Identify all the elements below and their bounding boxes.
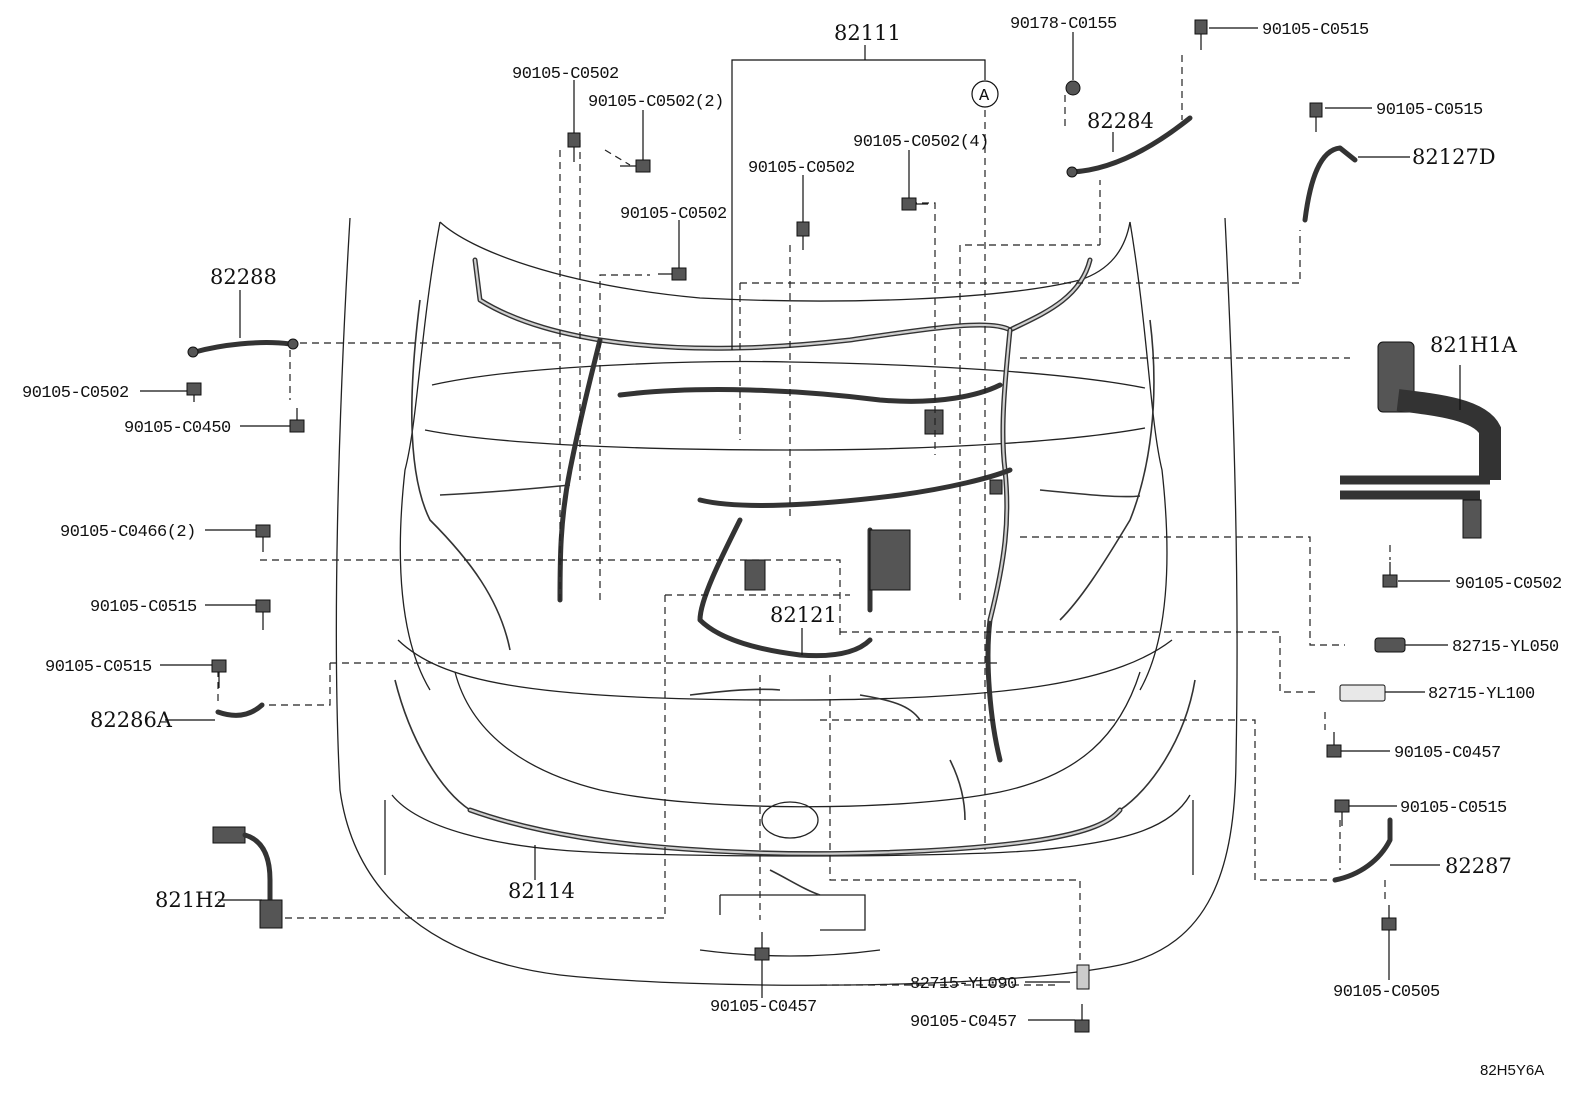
label-90105-c0515-top: 90105-C0515 (1262, 21, 1369, 40)
label-90178-c0155: 90178-C0155 (1010, 15, 1117, 34)
bolt-icon (1382, 562, 1398, 588)
label-90105-c0515-right: 90105-C0515 (1376, 101, 1483, 120)
callout-82111: 82111 (834, 21, 901, 45)
bolt-icon (754, 932, 770, 961)
nut-icon (1065, 80, 1081, 96)
bracket-82111 (731, 45, 999, 350)
label-82715-yl090: 82715-YL090 (910, 975, 1017, 994)
callout-82284: 82284 (1087, 109, 1154, 133)
bolt-icon (186, 382, 202, 402)
label-90105-c0502-2: 90105-C0502(2) (588, 93, 724, 112)
part-callouts: 82111 A 82284 82127D 82288 821H1A 82121 … (90, 21, 1518, 912)
fastener-icons (186, 19, 1398, 1033)
label-90105-c0466-2: 90105-C0466(2) (60, 523, 196, 542)
label-82715-yl050: 82715-YL050 (1452, 638, 1559, 657)
fastener-labels: 90178-C0155 90105-C0515 90105-C0502 9010… (22, 15, 1562, 1032)
label-90105-c0515-r2: 90105-C0515 (1400, 799, 1507, 818)
bolt-icon (1334, 799, 1350, 826)
label-90105-c0502-r: 90105-C0502 (1455, 575, 1562, 594)
bolt-icon (620, 159, 651, 173)
vehicle-body-outline (335, 217, 1238, 986)
bolt-icon (255, 599, 271, 630)
label-90105-c0502-mid: 90105-C0502 (748, 159, 855, 178)
assembly-leader-lines (217, 55, 1391, 986)
wire-harness (394, 257, 1196, 896)
part-shapes (187, 115, 1501, 990)
label-90105-c0457-r: 90105-C0457 (1394, 744, 1501, 763)
bolt-icon (211, 659, 227, 688)
callout-821h1a: 821H1A (1430, 333, 1518, 357)
bolt-icon (1074, 1004, 1090, 1033)
bolt-icon (658, 267, 687, 281)
callout-82286a: 82286A (90, 708, 173, 732)
label-90105-c0502-left: 90105-C0502 (22, 384, 129, 403)
callout-82288: 82288 (210, 265, 277, 289)
callout-82127d: 82127D (1412, 145, 1496, 169)
callout-82121: 82121 (770, 603, 837, 627)
figure-code: 82H5Y6A (1480, 1062, 1544, 1079)
callout-82114: 82114 (508, 879, 575, 903)
bolt-icon (1381, 905, 1397, 931)
bolt-icon (567, 132, 581, 162)
label-90105-c0515-l1: 90105-C0515 (90, 598, 197, 617)
label-90105-c0502-b: 90105-C0502 (620, 205, 727, 224)
bolt-icon (255, 524, 271, 552)
label-90105-c0505: 90105-C0505 (1333, 983, 1440, 1002)
label-90105-c0450: 90105-C0450 (124, 419, 231, 438)
callout-821h2: 821H2 (155, 888, 227, 912)
circle-a-label: A (979, 87, 990, 106)
label-90105-c0457-b1: 90105-C0457 (710, 998, 817, 1017)
label-90105-c0457-b2: 90105-C0457 (910, 1013, 1017, 1032)
bolt-icon (901, 197, 928, 211)
label-90105-c0502-4: 90105-C0502(4) (853, 133, 989, 152)
bolt-icon (1194, 19, 1208, 50)
bolt-icon (289, 408, 305, 433)
label-90105-c0502-a: 90105-C0502 (512, 65, 619, 84)
label-90105-c0515-l2: 90105-C0515 (45, 658, 152, 677)
label-leaders (140, 27, 1461, 1021)
bolt-icon (796, 221, 810, 250)
bolt-icon (1309, 102, 1323, 132)
callout-82287: 82287 (1445, 854, 1512, 878)
label-82715-yl100: 82715-YL100 (1428, 685, 1535, 704)
bolt-icon (1326, 732, 1342, 758)
